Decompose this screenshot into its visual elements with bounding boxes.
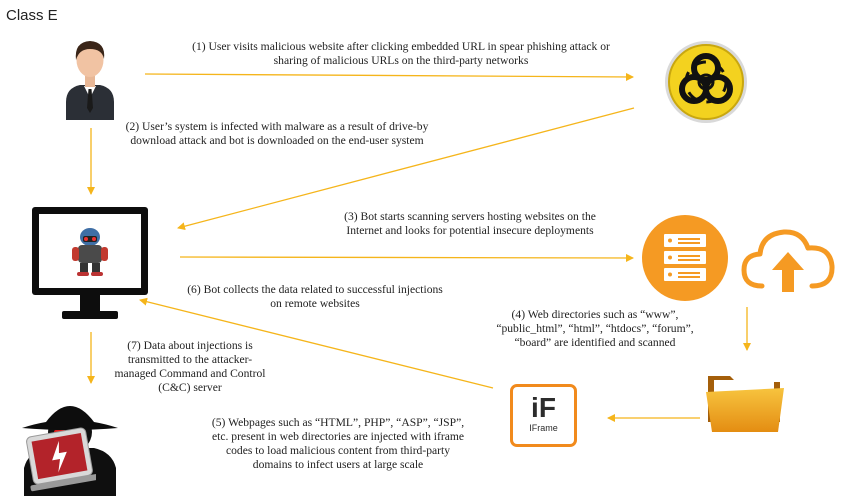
folder-icon xyxy=(704,366,788,434)
user-icon xyxy=(62,36,118,120)
server-icon xyxy=(642,215,728,301)
iframe-icon-label: IFrame xyxy=(513,423,574,433)
step-1-text: (1) User visits malicious website after … xyxy=(136,40,666,68)
iframe-icon-letters: iF xyxy=(513,393,574,423)
iframe-icon: iF IFrame xyxy=(510,384,577,447)
alert-laptop-icon xyxy=(24,426,96,492)
cloud-upload-icon xyxy=(740,222,836,302)
step-5-text: (5) Webpages such as “HTML”, PHP”, “ASP”… xyxy=(188,416,488,472)
step-4-text: (4) Web directories such as “www”, “publ… xyxy=(470,308,720,350)
step-2-text: (2) User’s system is infected with malwa… xyxy=(112,120,442,148)
arrow-user-to-malicious-site xyxy=(145,74,633,77)
step-7-text: (7) Data about injections is transmitted… xyxy=(100,339,280,395)
step-3-text: (3) Bot starts scanning servers hosting … xyxy=(325,210,615,238)
biohazard-icon xyxy=(664,40,748,124)
step-6-text: (6) Bot collects the data related to suc… xyxy=(165,283,465,311)
arrow-computer-to-server xyxy=(180,257,633,258)
infected-computer-icon xyxy=(32,207,148,325)
